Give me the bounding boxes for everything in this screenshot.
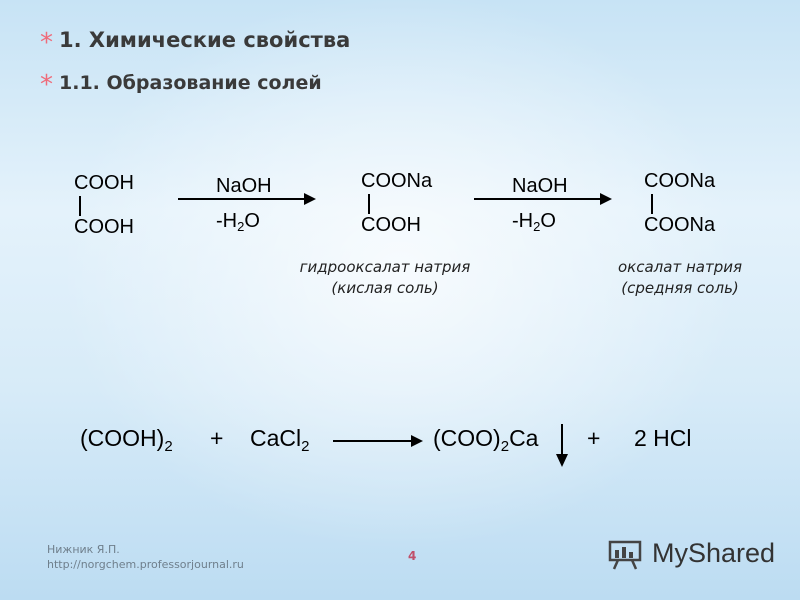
caption-product2: оксалат натрия (средняя соль): [585, 258, 775, 297]
bullet-star-icon: *: [40, 28, 53, 58]
lhs-calcium-chloride: CaCl2: [250, 425, 310, 455]
myshared-logo[interactable]: MyShared: [606, 534, 776, 574]
reagent-naoh-1: NaOH: [216, 175, 272, 197]
caption-product1: гидрооксалат натрия (кислая соль): [270, 258, 500, 297]
reagent-naoh-2: NaOH: [512, 175, 568, 197]
reaction-arrow-3: [333, 435, 423, 447]
product2-coona-bottom: COONa: [644, 214, 716, 236]
page-number: 4: [408, 549, 417, 563]
bullet-star-icon: *: [40, 70, 53, 100]
precipitate-down-arrow-icon: [556, 424, 568, 467]
water-elimination-1: -H2O: [216, 210, 260, 234]
reaction-arrow-2: [474, 193, 612, 205]
rhs-hydrochloric-acid: 2 HCl: [634, 425, 692, 451]
product1-cooh: COOH: [361, 214, 421, 236]
plus-sign-1: +: [210, 425, 224, 451]
caption-product1-name: гидрооксалат натрия: [299, 258, 471, 276]
logo-text: MyShared: [652, 538, 776, 568]
heading-text: 1. Химические свойства: [59, 28, 351, 52]
product2-coona-top: COONa: [644, 170, 716, 192]
caption-product2-type: (средняя соль): [621, 279, 739, 297]
reactant-cooh-bottom: COOH: [74, 216, 134, 238]
rhs-calcium-oxalate: (COO)2Ca: [433, 425, 539, 455]
heading-salt-formation: * 1.1. Образование солей: [40, 70, 322, 100]
reactant-cooh-top: COOH: [74, 172, 134, 194]
lhs-oxalic-acid: (COOH)2: [80, 425, 173, 455]
water-elimination-2: -H2O: [512, 210, 556, 234]
caption-product1-type: (кислая соль): [331, 279, 439, 297]
product1-coona: COONa: [361, 170, 433, 192]
footer-author: Нижник Я.П.: [47, 543, 120, 556]
reaction-arrow-1: [178, 193, 316, 205]
caption-product2-name: оксалат натрия: [618, 258, 742, 276]
bond-line: [651, 194, 653, 214]
plus-sign-2: +: [587, 425, 601, 451]
bond-line: [79, 196, 81, 216]
subheading-text: 1.1. Образование солей: [59, 72, 322, 94]
presentation-board-icon: [608, 540, 642, 570]
heading-chemical-properties: *1. Химические свойства: [40, 28, 350, 58]
footer-url[interactable]: http://norgchem.professorjournal.ru: [47, 558, 244, 571]
bond-line: [368, 194, 370, 214]
